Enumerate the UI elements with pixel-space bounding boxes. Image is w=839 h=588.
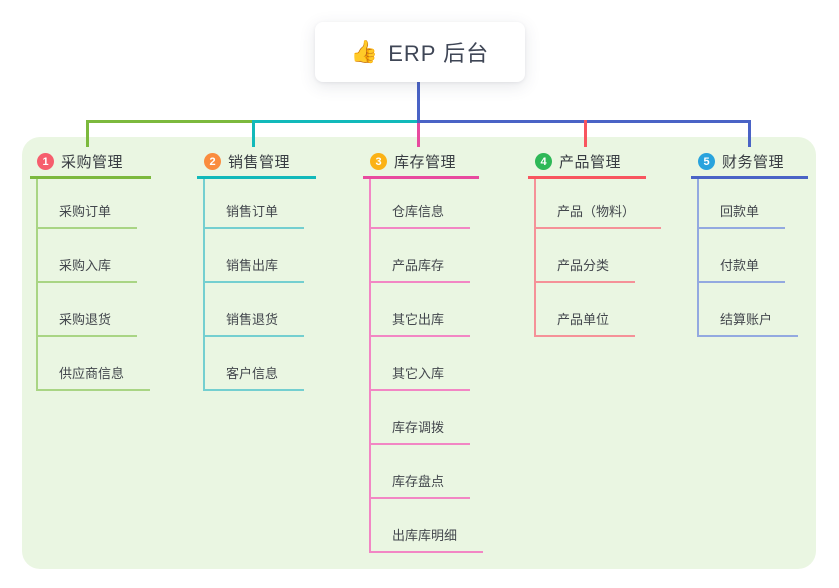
branch-title: 采购管理 xyxy=(61,154,124,171)
node-receipt-bill[interactable]: 回款单 xyxy=(699,179,786,229)
node-product-material[interactable]: 产品（物料） xyxy=(536,179,662,229)
branch-finance: 5 财务管理 回款单 付款单 结算账户 xyxy=(691,147,808,337)
thumbs-up-icon: 👍 xyxy=(350,39,379,64)
branch-number-badge: 3 xyxy=(370,153,387,170)
branch-children: 销售订单 销售出库 销售退货 客户信息 xyxy=(203,179,316,391)
branch-number-badge: 2 xyxy=(204,153,221,170)
branch-header-procurement[interactable]: 1 采购管理 xyxy=(30,147,151,179)
node-stock-taking[interactable]: 库存盘点 xyxy=(371,445,471,499)
root-node[interactable]: 👍 ERP 后台 xyxy=(315,22,525,82)
node-payment-bill[interactable]: 付款单 xyxy=(699,229,786,283)
branch-title: 销售管理 xyxy=(228,154,291,171)
branch-inventory: 3 库存管理 仓库信息 产品库存 其它出库 其它入库 库存调拨 库存盘点 出库库… xyxy=(363,147,484,553)
node-customer-info[interactable]: 客户信息 xyxy=(205,337,305,391)
branch-procurement: 1 采购管理 采购订单 采购入库 采购退货 供应商信息 xyxy=(30,147,151,391)
node-purchase-return[interactable]: 采购退货 xyxy=(38,283,138,337)
node-sales-order[interactable]: 销售订单 xyxy=(205,179,305,229)
node-product-stock[interactable]: 产品库存 xyxy=(371,229,471,283)
node-other-outbound[interactable]: 其它出库 xyxy=(371,283,471,337)
branch-header-inventory[interactable]: 3 库存管理 xyxy=(363,147,479,179)
node-stock-transfer[interactable]: 库存调拨 xyxy=(371,391,471,445)
node-purchase-order[interactable]: 采购订单 xyxy=(38,179,138,229)
branch-number-badge: 1 xyxy=(37,153,54,170)
node-supplier-info[interactable]: 供应商信息 xyxy=(38,337,151,391)
node-purchase-inbound[interactable]: 采购入库 xyxy=(38,229,138,283)
branch-header-product[interactable]: 4 产品管理 xyxy=(528,147,646,179)
root-title: ERP 后台 xyxy=(388,41,490,66)
branch-children: 回款单 付款单 结算账户 xyxy=(697,179,808,337)
branch-children: 产品（物料） 产品分类 产品单位 xyxy=(534,179,662,337)
node-warehouse-info[interactable]: 仓库信息 xyxy=(371,179,471,229)
node-outbound-detail[interactable]: 出库库明细 xyxy=(371,499,484,553)
node-sales-return[interactable]: 销售退货 xyxy=(205,283,305,337)
branch-title: 库存管理 xyxy=(394,154,457,171)
node-sales-outbound[interactable]: 销售出库 xyxy=(205,229,305,283)
node-product-category[interactable]: 产品分类 xyxy=(536,229,636,283)
branch-title: 财务管理 xyxy=(722,154,785,171)
node-settlement-account[interactable]: 结算账户 xyxy=(699,283,799,337)
branch-header-finance[interactable]: 5 财务管理 xyxy=(691,147,808,179)
branch-title: 产品管理 xyxy=(559,154,622,171)
branch-sales: 2 销售管理 销售订单 销售出库 销售退货 客户信息 xyxy=(197,147,316,391)
branch-header-sales[interactable]: 2 销售管理 xyxy=(197,147,316,179)
node-other-inbound[interactable]: 其它入库 xyxy=(371,337,471,391)
branch-children: 仓库信息 产品库存 其它出库 其它入库 库存调拨 库存盘点 出库库明细 xyxy=(369,179,484,553)
branch-number-badge: 5 xyxy=(698,153,715,170)
branch-number-badge: 4 xyxy=(535,153,552,170)
branch-product: 4 产品管理 产品（物料） 产品分类 产品单位 xyxy=(528,147,662,337)
branch-children: 采购订单 采购入库 采购退货 供应商信息 xyxy=(36,179,151,391)
node-product-unit[interactable]: 产品单位 xyxy=(536,283,636,337)
